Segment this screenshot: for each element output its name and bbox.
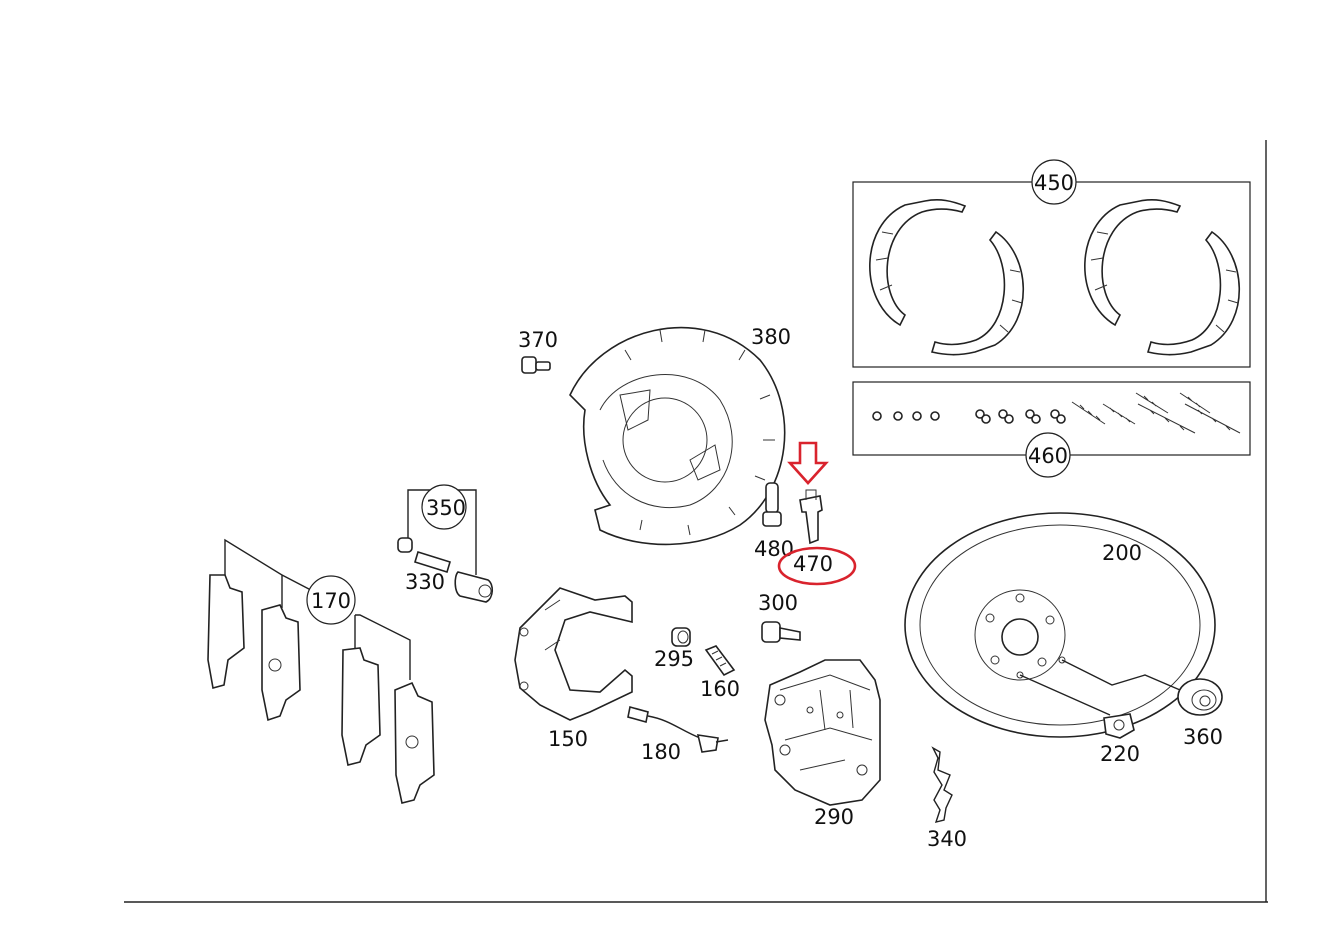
- part-300-bolt: 300: [758, 591, 801, 643]
- label-295: 295: [654, 647, 694, 671]
- label-450: 450: [1034, 171, 1074, 195]
- brake-shoe-set-left: [869, 199, 1025, 356]
- parking-brake-shoes-group: 450: [852, 159, 1251, 368]
- part-340-spring-clip: 340: [927, 746, 967, 851]
- callout-circle-450: [1031, 159, 1077, 205]
- label-180: 180: [641, 740, 681, 764]
- label-460: 460: [1028, 444, 1068, 468]
- label-380: 380: [751, 325, 791, 349]
- part-380-dust-shield: 380: [569, 325, 791, 546]
- label-170: 170: [311, 589, 351, 613]
- part-290-caliper: 290: [764, 659, 881, 829]
- part-295-cap: 295: [654, 627, 694, 671]
- part-370-bolt: 370: [518, 328, 558, 374]
- label-480: 480: [754, 537, 794, 561]
- label-200: 200: [1102, 541, 1142, 565]
- callout-circle-350: [421, 484, 467, 530]
- label-340: 340: [927, 827, 967, 851]
- label-160: 160: [700, 677, 740, 701]
- part-350-guide-kit: 350 330: [397, 484, 494, 603]
- label-300: 300: [758, 591, 798, 615]
- part-480-bleeder: 480: [754, 482, 794, 561]
- label-350: 350: [426, 496, 466, 520]
- highlight-arrow: [787, 441, 829, 485]
- part-470-clip: 470: [777, 441, 857, 586]
- part-150-caliper-bracket: 150: [514, 587, 633, 751]
- part-170-brake-pads: 170: [207, 538, 435, 804]
- label-150: 150: [548, 727, 588, 751]
- brake-shoe-set-right: [1084, 199, 1241, 356]
- label-220: 220: [1100, 742, 1140, 766]
- label-360: 360: [1183, 725, 1223, 749]
- callout-circle-170: [306, 575, 356, 625]
- part-160-bleeder-screw: 160: [700, 645, 740, 701]
- label-290: 290: [814, 805, 854, 829]
- label-370: 370: [518, 328, 558, 352]
- callout-circle-460: [1025, 432, 1071, 478]
- highlight-ellipse: [777, 546, 857, 586]
- hardware-small-parts: [872, 392, 1241, 434]
- part-180-wear-sensor: 180: [627, 705, 729, 764]
- label-470: 470: [793, 552, 833, 576]
- label-330: 330: [405, 570, 445, 594]
- part-200-brake-disc: 200: [904, 512, 1216, 738]
- hardware-kit-group: 460: [852, 381, 1251, 478]
- part-220-360-hardware: 220 360: [1019, 659, 1223, 766]
